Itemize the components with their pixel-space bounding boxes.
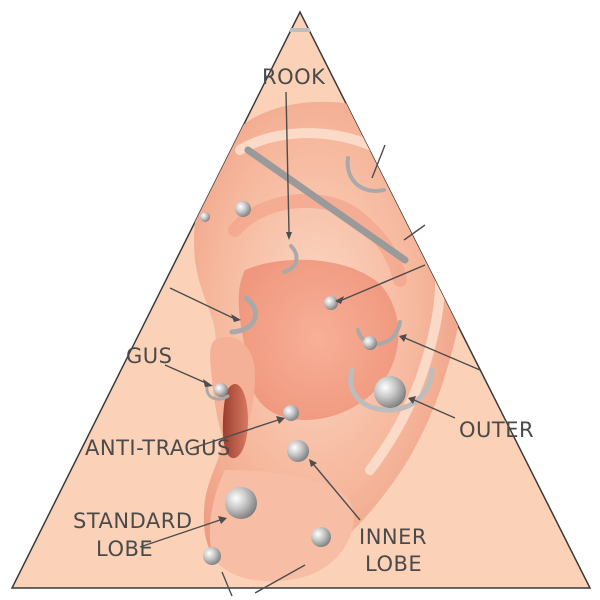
bottom-left-leader [221, 571, 233, 597]
daith-ring [229, 295, 258, 335]
snug-leader [404, 337, 481, 371]
transverse-lobe-stud [203, 547, 221, 565]
label-tragus: GUS [126, 344, 172, 368]
outer-conch-ball [374, 376, 406, 408]
label-standard-lobe-1: STANDARD [73, 509, 193, 533]
upper-lobe-stud [287, 440, 309, 462]
rook-arrow [286, 232, 292, 240]
helix-leader [371, 144, 386, 179]
tragus-stud [214, 383, 228, 397]
outer-arrow [408, 396, 416, 404]
label-rook: ROOK [262, 65, 326, 89]
conch-arrow [335, 296, 344, 304]
inner-lobe-stud [311, 527, 331, 547]
anti-tragus-arrow [276, 416, 285, 424]
concha [238, 259, 399, 420]
conch-stud [324, 296, 338, 310]
tragus-arrow [203, 379, 213, 387]
label-outer: OUTER [459, 418, 534, 442]
daith-arrow [231, 314, 241, 322]
snug-ring [356, 320, 402, 346]
apex-notch [290, 28, 310, 32]
rook-ring [282, 244, 299, 274]
tragus-ring [205, 383, 230, 401]
label-standard-lobe-2: LOBE [96, 537, 153, 561]
snug-arrow [399, 334, 407, 342]
tragus-leader [164, 364, 207, 384]
ear-canal [222, 384, 248, 459]
label-anti-tragus: ANTI-TRAGUS [85, 436, 231, 460]
inner-lobe-leader [313, 464, 361, 521]
anti-tragus-leader [189, 419, 279, 450]
helix-ring [345, 156, 386, 193]
daith-leader [169, 287, 234, 319]
industrial-barbell [244, 146, 409, 264]
standard-lobe-leader [139, 519, 221, 548]
outer-conch-ring [348, 367, 435, 413]
anti-tragus-stud [283, 405, 299, 421]
industrial-leader [403, 224, 426, 241]
rook-leader [285, 91, 290, 233]
standard-lobe-stud [225, 487, 257, 519]
bottom-right-leader [254, 564, 306, 594]
label-inner-lobe-1: INNER [359, 525, 427, 549]
forward-helix-stud [235, 201, 251, 217]
outer-leader [413, 399, 456, 419]
forward-helix-stud-small [200, 212, 210, 222]
inner-lobe-arrow [309, 459, 317, 467]
standard-lobe-arrow [218, 516, 227, 524]
snug-ball [363, 336, 377, 350]
antihelix-fold [228, 193, 407, 287]
label-inner-lobe-2: LOBE [365, 552, 422, 576]
conch-leader [341, 264, 426, 301]
